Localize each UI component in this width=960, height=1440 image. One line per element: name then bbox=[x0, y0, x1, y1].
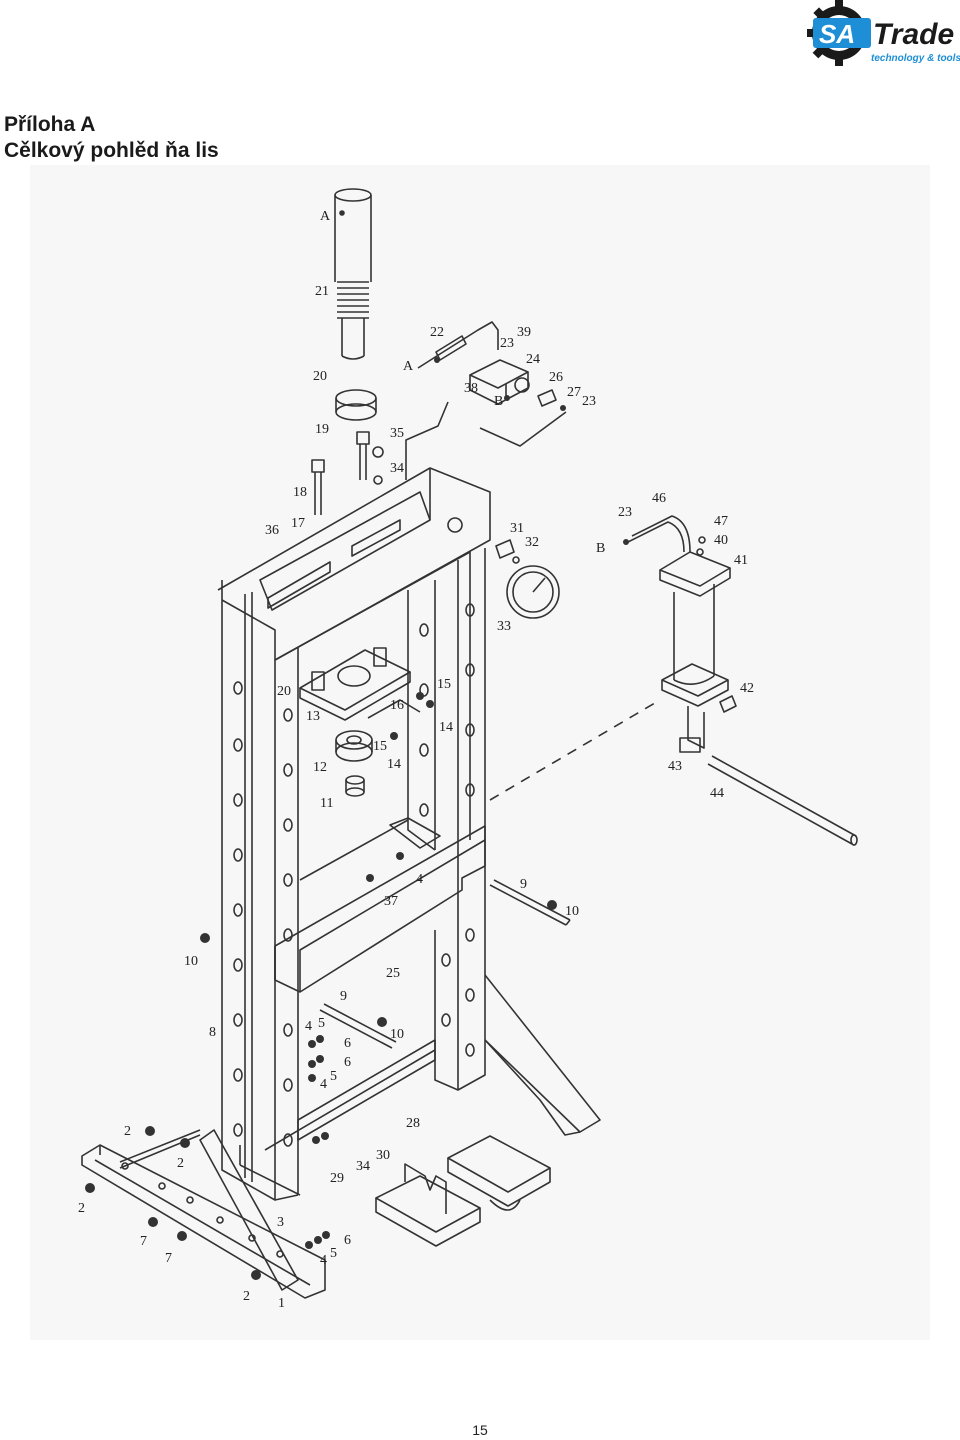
label-29: 29 bbox=[330, 1171, 344, 1186]
label-1: 1 bbox=[278, 1296, 285, 1311]
page-heading: Příloha A Cělkový pohlěd ňa lis bbox=[4, 112, 219, 164]
label-34a: 34 bbox=[390, 461, 404, 476]
logo-brand: Trade bbox=[873, 18, 954, 51]
label-A-1: A bbox=[320, 209, 331, 224]
label-19: 19 bbox=[315, 422, 329, 437]
top-hose bbox=[405, 321, 567, 480]
label-34b: 34 bbox=[356, 1159, 370, 1174]
label-9b: 9 bbox=[340, 989, 347, 1004]
assembly-dashed-line bbox=[489, 699, 661, 801]
part-labels: 1 2 2 2 2 3 4 4 4 4 5 5 5 6 6 6 7 7 8 9 … bbox=[78, 209, 754, 1311]
label-38: 38 bbox=[464, 381, 478, 396]
label-2a: 2 bbox=[124, 1124, 131, 1139]
label-27: 27 bbox=[567, 385, 581, 400]
figure-background bbox=[30, 165, 930, 1340]
label-17: 17 bbox=[291, 516, 305, 531]
frame-holes bbox=[233, 603, 475, 1147]
label-43: 43 bbox=[668, 759, 682, 774]
pump-handle bbox=[707, 755, 858, 846]
label-39: 39 bbox=[517, 325, 531, 340]
label-5c: 5 bbox=[330, 1246, 337, 1261]
label-A-2: A bbox=[403, 359, 414, 374]
logo-tagline: technology & tools bbox=[871, 53, 960, 64]
label-23a: 23 bbox=[500, 336, 514, 351]
label-B-1: B bbox=[494, 394, 503, 409]
press-exploded-view: 1 2 2 2 2 3 4 4 4 4 5 5 5 6 6 6 7 7 8 9 … bbox=[30, 165, 930, 1340]
ram-ring bbox=[335, 389, 377, 421]
label-6a: 6 bbox=[344, 1036, 351, 1051]
heading-line-1: Příloha A bbox=[4, 113, 96, 136]
label-3: 3 bbox=[277, 1215, 284, 1230]
label-4b: 4 bbox=[305, 1019, 312, 1034]
label-23c: 23 bbox=[618, 505, 632, 520]
label-16: 16 bbox=[390, 698, 404, 713]
label-10c: 10 bbox=[390, 1027, 404, 1042]
press-frame bbox=[217, 467, 601, 1201]
label-B-2: B bbox=[596, 541, 605, 556]
label-5a: 5 bbox=[318, 1016, 325, 1031]
label-31: 31 bbox=[510, 521, 524, 536]
label-4d: 4 bbox=[320, 1253, 327, 1268]
base-assembly bbox=[81, 1129, 326, 1299]
label-30: 30 bbox=[376, 1148, 390, 1163]
label-33: 33 bbox=[497, 619, 511, 634]
label-21: 21 bbox=[315, 284, 329, 299]
label-20a: 20 bbox=[313, 369, 327, 384]
label-40: 40 bbox=[714, 533, 728, 548]
logo-mark-bg bbox=[813, 18, 871, 48]
label-24: 24 bbox=[526, 352, 540, 367]
support-blocks bbox=[375, 1135, 551, 1247]
hydraulic-pump bbox=[627, 515, 737, 753]
label-44: 44 bbox=[710, 786, 724, 801]
label-41: 41 bbox=[734, 553, 748, 568]
fasteners bbox=[85, 357, 629, 1280]
pressure-gauge bbox=[495, 539, 560, 619]
label-12: 12 bbox=[313, 760, 327, 775]
ram-plate bbox=[299, 647, 421, 797]
label-10b: 10 bbox=[184, 954, 198, 969]
label-9a: 9 bbox=[520, 877, 527, 892]
satrade-logo: SA Trade technology & tools bbox=[807, 0, 960, 66]
label-28: 28 bbox=[406, 1116, 420, 1131]
label-14a: 14 bbox=[439, 720, 453, 735]
label-10a: 10 bbox=[565, 904, 579, 919]
label-13: 13 bbox=[306, 709, 320, 724]
label-46: 46 bbox=[652, 491, 666, 506]
heading-line-2: Cělkový pohlěd ňa lis bbox=[4, 139, 219, 162]
label-20b: 20 bbox=[277, 684, 291, 699]
label-5b: 5 bbox=[330, 1069, 337, 1084]
label-37: 37 bbox=[384, 894, 398, 909]
label-7b: 7 bbox=[165, 1251, 172, 1266]
label-7a: 7 bbox=[140, 1234, 147, 1249]
label-47: 47 bbox=[714, 514, 728, 529]
logo-mark: SA bbox=[819, 19, 855, 49]
label-6b: 6 bbox=[344, 1055, 351, 1070]
label-2b: 2 bbox=[177, 1156, 184, 1171]
top-bolts bbox=[311, 431, 384, 515]
label-6c: 6 bbox=[344, 1233, 351, 1248]
page-number: 15 bbox=[472, 1422, 488, 1438]
label-32: 32 bbox=[525, 535, 539, 550]
label-25: 25 bbox=[386, 966, 400, 981]
label-26: 26 bbox=[549, 370, 563, 385]
label-14b: 14 bbox=[387, 757, 401, 772]
label-18: 18 bbox=[293, 485, 307, 500]
label-4a: 4 bbox=[416, 872, 423, 887]
label-22: 22 bbox=[430, 325, 444, 340]
label-23b: 23 bbox=[582, 394, 596, 409]
label-2d: 2 bbox=[243, 1289, 250, 1304]
label-4c: 4 bbox=[320, 1077, 327, 1092]
label-36: 36 bbox=[265, 523, 279, 538]
label-42: 42 bbox=[740, 681, 754, 696]
label-2c: 2 bbox=[78, 1201, 85, 1216]
ram-cylinder bbox=[334, 188, 372, 360]
label-15b: 15 bbox=[373, 739, 387, 754]
label-8: 8 bbox=[209, 1025, 216, 1040]
label-11: 11 bbox=[320, 796, 333, 811]
label-15a: 15 bbox=[437, 677, 451, 692]
label-35: 35 bbox=[390, 426, 404, 441]
